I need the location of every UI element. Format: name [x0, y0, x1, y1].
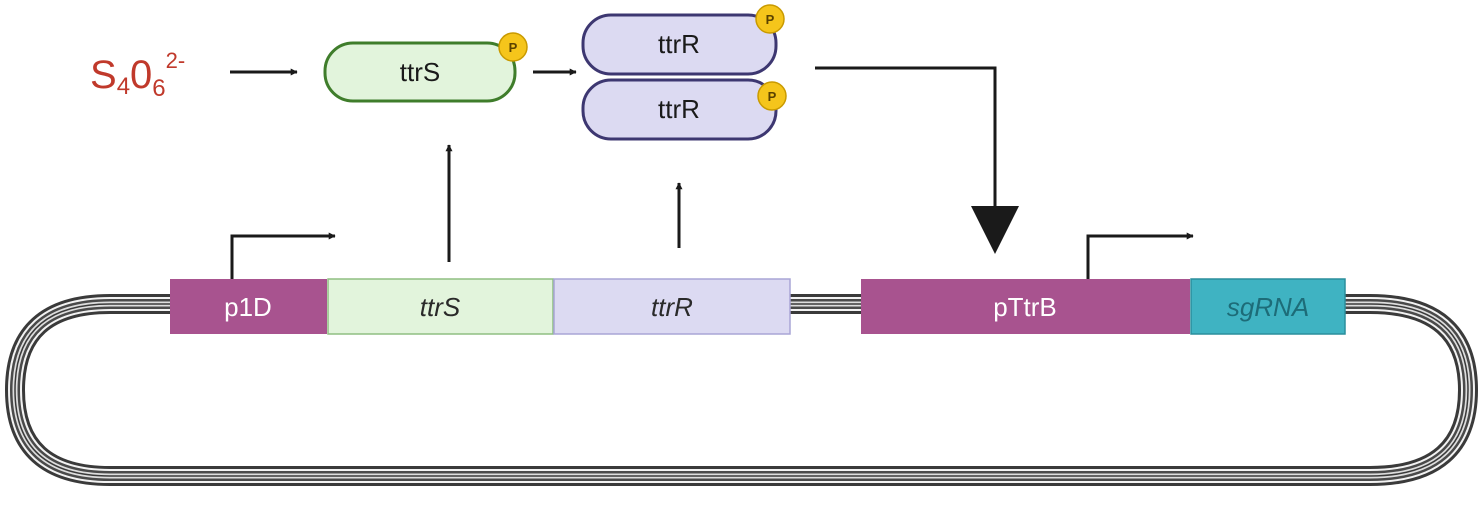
- pttrb-promoter: pTtrB: [861, 279, 1190, 334]
- tetrathionate-ligand: S4062-: [90, 48, 185, 102]
- p1d-transcription-arrow: [230, 232, 336, 279]
- ttrr-protein-bottom: ttrR P: [581, 78, 787, 141]
- ttrr-gene-box: [553, 278, 791, 335]
- ligand-charge: 2-: [166, 48, 186, 73]
- sgrna-label: sgRNA: [1227, 292, 1309, 322]
- pttrb-transcription-arrow: [1086, 232, 1194, 279]
- p1d-box: [170, 279, 327, 334]
- ttrr-top-label: ttrR: [658, 29, 700, 59]
- ttrr-top-phosphate-label: P: [766, 12, 775, 27]
- ttrr-bottom-label: ttrR: [658, 94, 700, 124]
- p1d-label: p1D: [224, 292, 272, 322]
- ttrs-phosphate-label: P: [509, 40, 518, 55]
- ttrr-bottom-phosphate-icon: [757, 81, 787, 111]
- ttrs-gene-box: [327, 278, 554, 335]
- plasmid-backbone: [4, 294, 1479, 486]
- ttrs-protein: ttrS P: [323, 32, 528, 103]
- pttrb-label: pTtrB: [993, 292, 1057, 322]
- ttrr-protein-top: ttrR P: [581, 4, 785, 76]
- ttrr-gene: ttrR: [553, 278, 791, 335]
- ttrr-top-shape: [581, 13, 778, 76]
- ligand-o: 0: [130, 53, 152, 97]
- ttrr-gene-label: ttrR: [651, 292, 693, 322]
- ligand-sub6: 6: [152, 75, 165, 102]
- pttrb-box: [861, 279, 1190, 334]
- ttrr-activation-arrowhead: [971, 206, 1019, 254]
- ttrs-protein-shape: [323, 41, 517, 103]
- ttrr-bottom-phosphate-label: P: [768, 89, 777, 104]
- ligand-s: S: [90, 53, 117, 97]
- sgrna-box: [1190, 278, 1346, 335]
- ttrs-gene-label: ttrS: [420, 292, 461, 322]
- ttrs-protein-label: ttrS: [400, 57, 440, 87]
- sgrna-gene: sgRNA: [1190, 278, 1346, 335]
- ttrs-phosphate-icon: [498, 32, 528, 62]
- ligand-sub4: 4: [117, 73, 130, 100]
- ttrs-gene: ttrS: [327, 278, 554, 335]
- p1d-promoter: p1D: [170, 279, 327, 334]
- ttrr-activation-line: [815, 66, 997, 215]
- ttrr-top-phosphate-icon: [755, 4, 785, 34]
